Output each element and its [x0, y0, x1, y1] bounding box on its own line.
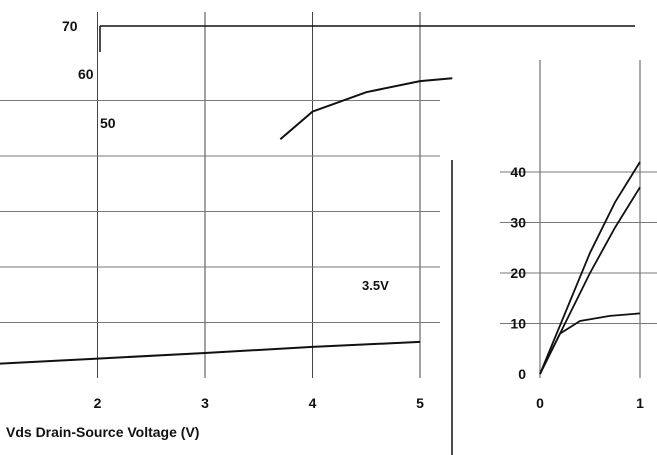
- inset-y-tick-label: 40: [510, 164, 526, 180]
- inset-y-tick-label: 20: [510, 265, 526, 281]
- y-tick-label: 50: [100, 115, 116, 131]
- left-series-line: [279, 77, 453, 141]
- curve-label: 3.5V: [362, 278, 389, 293]
- x-tick-label: 2: [94, 395, 102, 411]
- y-tick-label: 60: [78, 66, 94, 82]
- inset-series-line: [539, 312, 641, 375]
- inset-series-line: [539, 186, 641, 375]
- inset-x-tick-label: 1: [636, 395, 644, 411]
- x-tick-label: 5: [416, 395, 424, 411]
- inset-series-line: [539, 161, 641, 375]
- left-series-line: [0, 340, 421, 365]
- x-tick-label: 4: [309, 395, 317, 411]
- x-axis-title: Vds Drain-Source Voltage (V): [6, 424, 200, 440]
- inset-y-tick-label: 0: [518, 366, 526, 382]
- inset-y-tick-label: 10: [510, 316, 526, 332]
- inset-x-tick-label: 0: [536, 395, 544, 411]
- left-chart-tick-labels: 2 3 4 5 70 60 50: [62, 18, 424, 411]
- left-chart-series: [0, 77, 453, 365]
- inset-y-tick-label: 30: [510, 215, 526, 231]
- y-tick-label: 70: [62, 18, 78, 34]
- right-chart-series: [539, 161, 641, 375]
- right-chart-grid: [451, 60, 657, 455]
- left-chart-grid: [0, 12, 635, 378]
- x-tick-label: 3: [201, 395, 209, 411]
- left-chart-curve-labels: 3.5V: [362, 278, 389, 293]
